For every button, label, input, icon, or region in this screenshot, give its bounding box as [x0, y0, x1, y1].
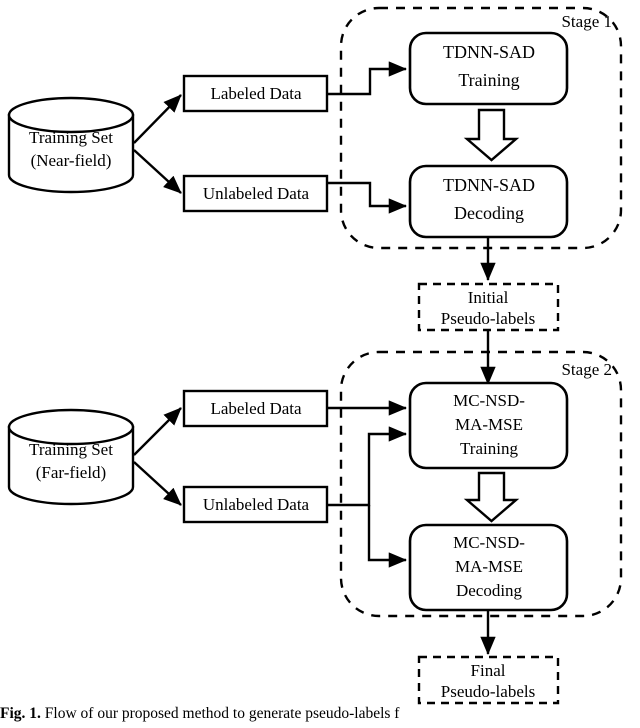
- tdnn-sad-decoding-line1: TDNN-SAD: [443, 175, 535, 195]
- mc-nsd-ma-mse-training-line3: Training: [460, 439, 518, 458]
- training-set-far-field-cylinder: [7, 408, 135, 506]
- training-set-near-field-line1: Training Set: [29, 128, 113, 147]
- mc-nsd-ma-mse-decoding-line3: Decoding: [456, 581, 523, 600]
- mc-nsd-ma-mse-training-line2: MA-MSE: [455, 415, 523, 434]
- unlabeled-data-label-far: Unlabeled Data: [203, 495, 310, 514]
- tdnn-sad-training-line2: Training: [458, 70, 519, 90]
- block-arrow-stage1: [463, 108, 520, 162]
- unlabeled-data-box-far: [182, 485, 329, 524]
- connector-unlabeled-to-tdnn-decoding: [327, 181, 407, 214]
- figure-caption-text: Flow of our proposed method to generate …: [44, 705, 400, 722]
- arrow-far-source-to-labeled: [133, 407, 182, 456]
- training-set-near-field-line2: (Near-field): [31, 151, 112, 170]
- training-set-far-field-line1: Training Set: [29, 440, 113, 459]
- final-pseudo-labels-line1: Final: [471, 661, 506, 680]
- stage2-region: [339, 350, 623, 618]
- training-set-near-field-cylinder: [7, 96, 135, 194]
- final-pseudo-labels-box: [417, 655, 560, 705]
- tdnn-sad-training-box: [408, 31, 569, 106]
- stage1-region: [339, 6, 623, 250]
- final-pseudo-labels-line2: Pseudo-labels: [441, 682, 535, 701]
- arrow-near-source-to-unlabeled: [133, 149, 182, 194]
- stage2-label: Stage 2: [561, 360, 612, 379]
- unlabeled-data-box-near: [182, 174, 329, 213]
- connector-unlabeled-far-to-mcnsd-training: [327, 426, 407, 507]
- mc-nsd-ma-mse-decoding-line1: MC-NSD-: [453, 533, 525, 552]
- mc-nsd-ma-mse-decoding-line2: MA-MSE: [455, 557, 523, 576]
- unlabeled-data-label-near: Unlabeled Data: [203, 184, 310, 203]
- figure-caption: Fig. 1. Flow of our proposed method to g…: [0, 704, 640, 724]
- tdnn-sad-training-line1: TDNN-SAD: [443, 42, 535, 62]
- connector-unlabeled-far-to-mcnsd-decoding: [367, 505, 407, 568]
- initial-pseudo-labels-line1: Initial: [468, 288, 509, 307]
- labeled-data-label-far: Labeled Data: [210, 399, 302, 418]
- tdnn-sad-decoding-line2: Decoding: [454, 203, 524, 223]
- block-arrow-stage2: [463, 471, 520, 523]
- labeled-data-label-near: Labeled Data: [210, 84, 302, 103]
- initial-pseudo-labels-line2: Pseudo-labels: [441, 309, 535, 328]
- connector-labeled-to-tdnn-training: [327, 61, 407, 96]
- mc-nsd-ma-mse-training-line1: MC-NSD-: [453, 391, 525, 410]
- training-set-far-field-line2: (Far-field): [36, 463, 106, 482]
- stage1-label: Stage 1: [561, 12, 612, 31]
- figure-caption-label: Fig. 1.: [0, 705, 41, 722]
- mc-nsd-ma-mse-training-box: [408, 381, 569, 470]
- arrow-far-source-to-unlabeled: [133, 461, 182, 506]
- arrow-near-source-to-labeled: [133, 94, 182, 144]
